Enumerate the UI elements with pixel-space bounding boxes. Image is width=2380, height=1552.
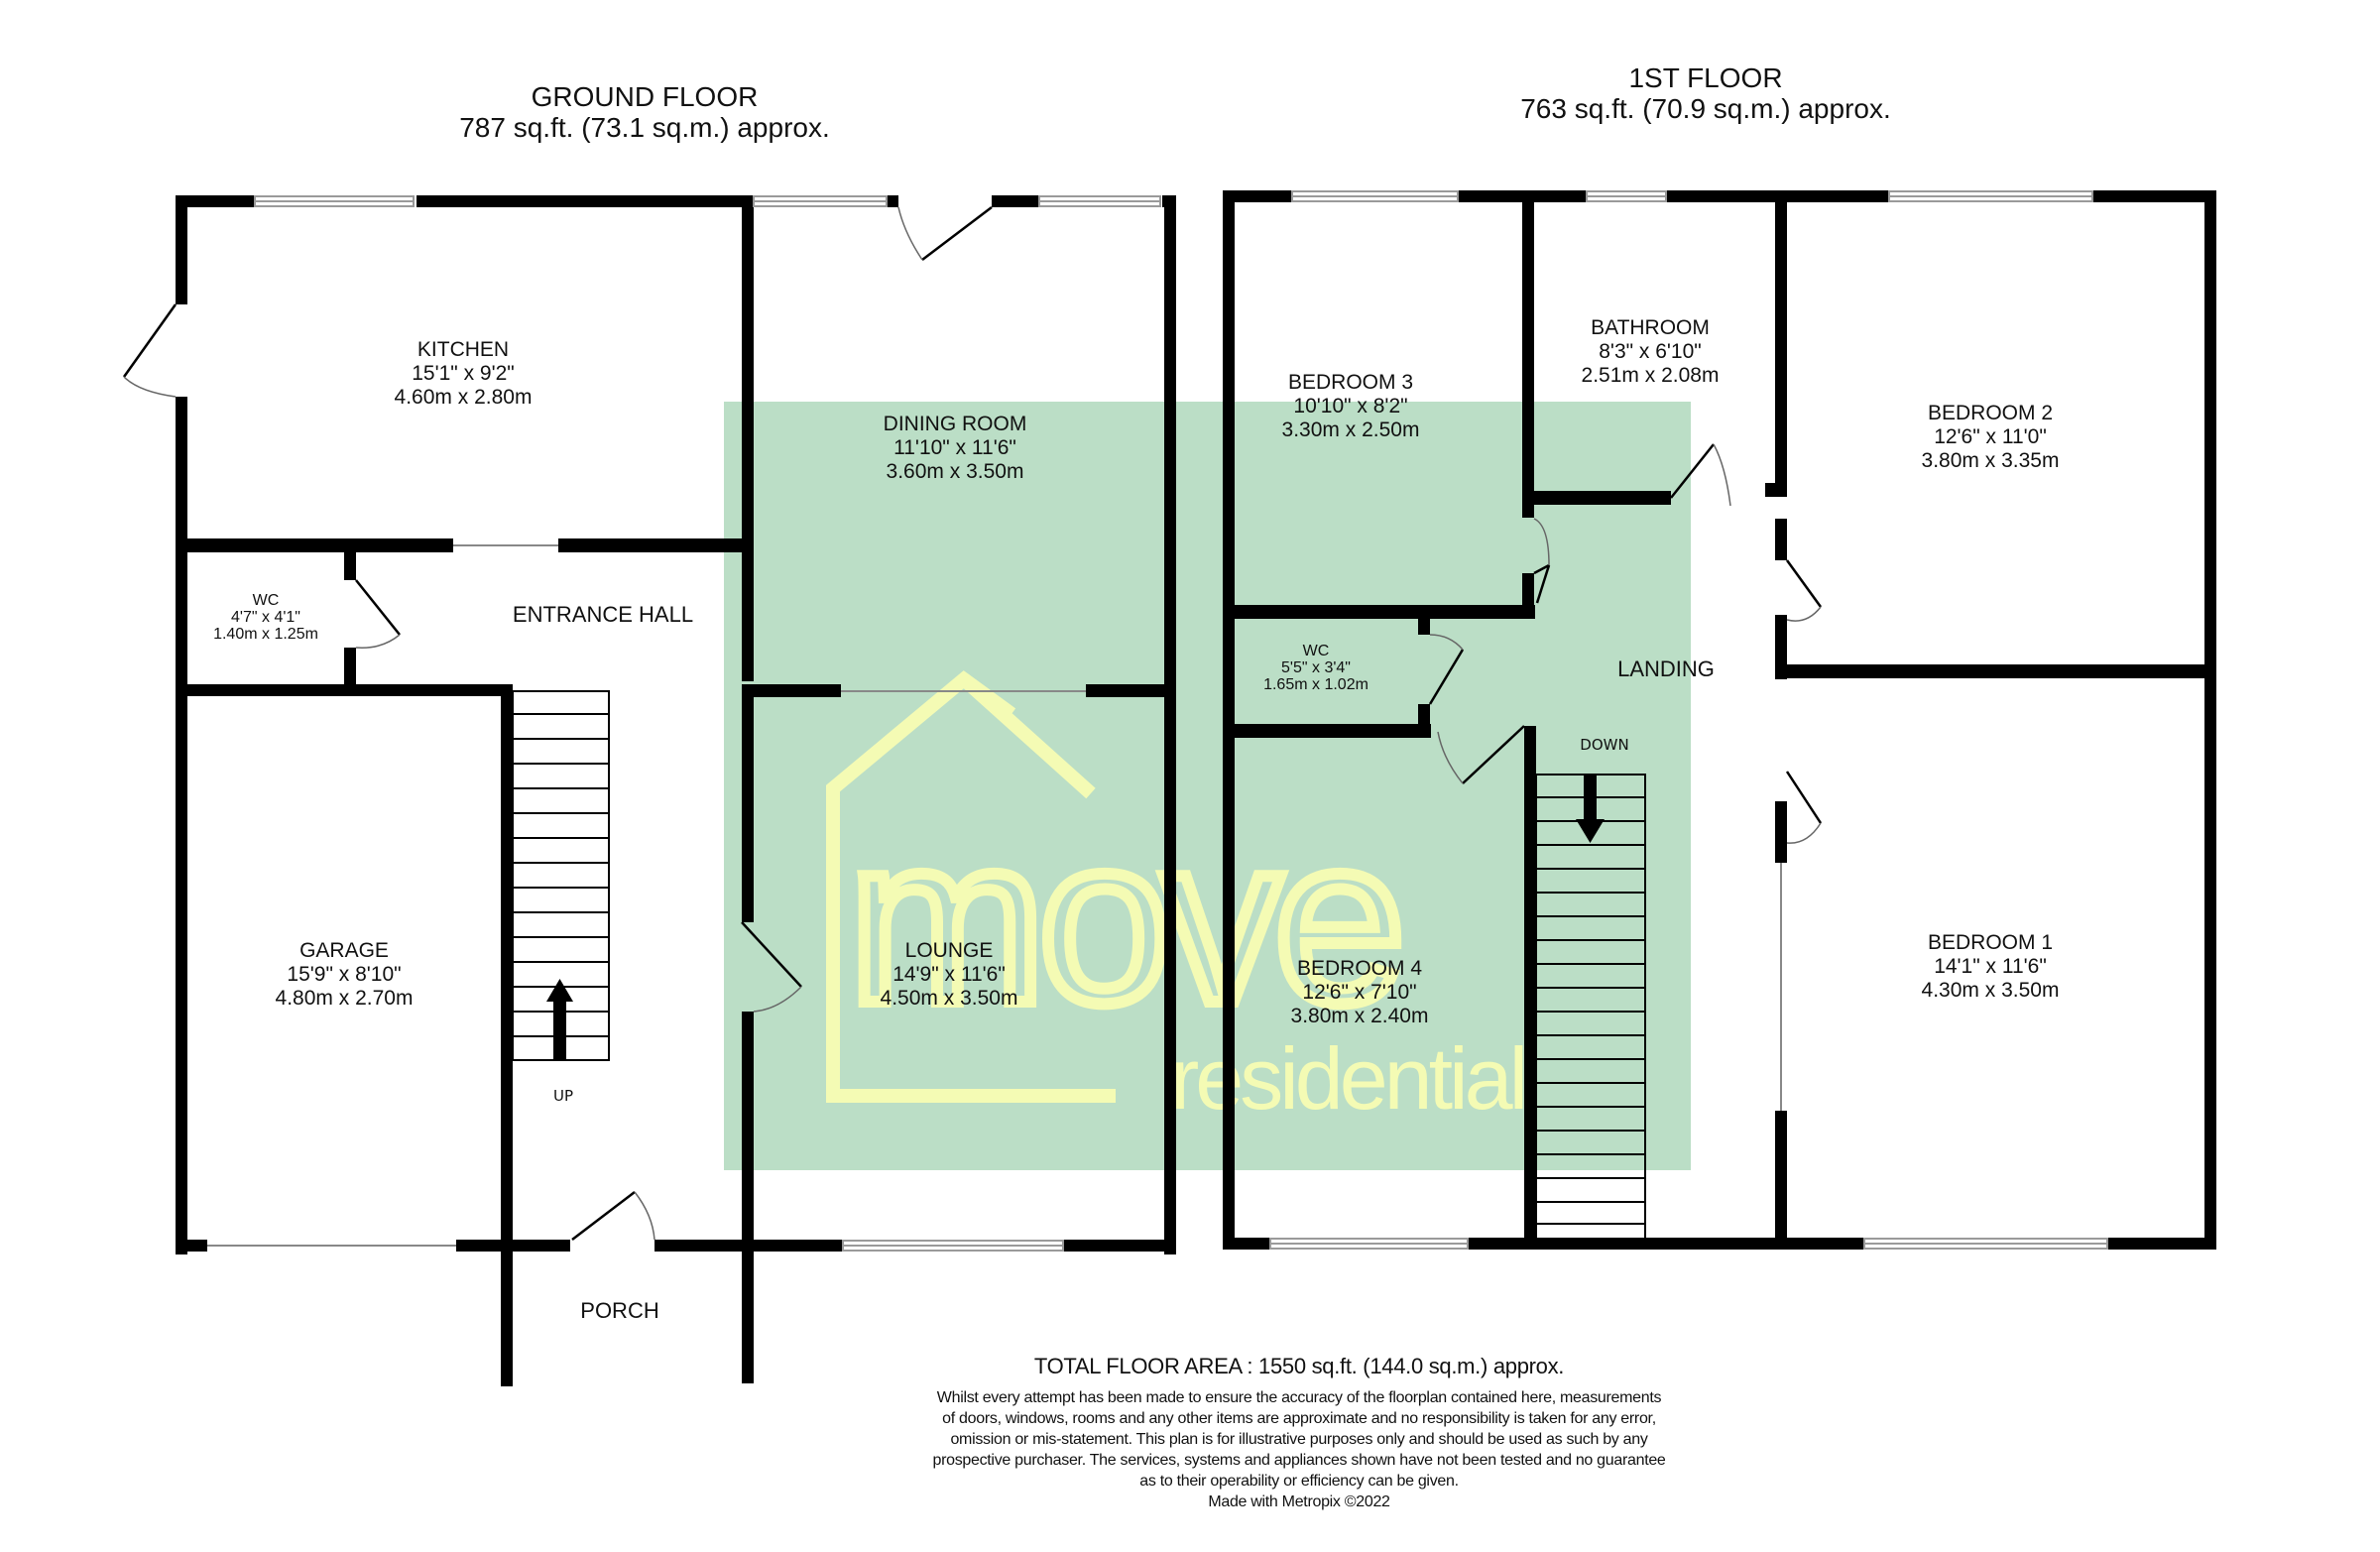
stairs-down-label: DOWN [1580, 736, 1629, 754]
disclaimer-line: as to their operability or efficiency ca… [1139, 1473, 1459, 1490]
room-name: KITCHEN [416, 338, 510, 361]
room-imperial: 12'6" x 7'10" [1302, 981, 1417, 1004]
total-floor-area: TOTAL FLOOR AREA : 1550 sq.ft. (144.0 sq… [1033, 1354, 1565, 1378]
room-metric: 1.65m x 1.02m [1263, 676, 1368, 693]
up-arrow-icon [546, 979, 573, 1061]
room-wc-first: WC 5'5" x 3'4" 1.65m x 1.02m [1263, 643, 1368, 693]
room-porch: PORCH [580, 1299, 658, 1323]
first-floor-heading: 1ST FLOOR 763 sq.ft. (70.9 sq.m.) approx… [1478, 62, 1934, 124]
first-floor-area: 763 sq.ft. (70.9 sq.m.) approx. [1520, 93, 1891, 124]
room-bedroom-2: BEDROOM 2 12'6" x 11'0" 3.80m x 3.35m [1922, 402, 2060, 473]
room-bedroom-1: BEDROOM 1 14'1" x 11'6" 4.30m x 3.50m [1922, 931, 2060, 1003]
ground-floor-heading: GROUND FLOOR 787 sq.ft. (73.1 sq.m.) app… [436, 81, 853, 143]
room-metric: 3.80m x 2.40m [1290, 1005, 1429, 1027]
room-entrance-hall: ENTRANCE HALL [513, 603, 693, 627]
room-imperial: 14'1" x 11'6" [1934, 955, 2047, 978]
room-lounge: LOUNGE 14'9" x 11'6" 4.50m x 3.50m [881, 939, 1018, 1011]
walls [176, 190, 2216, 1386]
ground-floor-area: 787 sq.ft. (73.1 sq.m.) approx. [459, 112, 830, 143]
room-kitchen: KITCHEN 15'1" x 9'2" 4.60m x 2.80m [395, 338, 533, 410]
room-dining: DINING ROOM 11'10" x 11'6" 3.60m x 3.50m [884, 413, 1027, 484]
room-metric: 3.60m x 3.50m [886, 460, 1024, 483]
ground-floor-title: GROUND FLOOR [531, 81, 759, 112]
room-metric: 3.30m x 2.50m [1281, 418, 1420, 441]
down-arrow-icon [1576, 776, 1605, 843]
room-bedroom-3: BEDROOM 3 10'10" x 8'2" 3.30m x 2.50m [1282, 371, 1420, 442]
room-name: DINING ROOM [883, 413, 1027, 435]
credit-line: Made with Metropix ©2022 [1208, 1493, 1390, 1510]
disclaimer-line: prospective purchaser. The services, sys… [932, 1452, 1666, 1469]
first-floor-title: 1ST FLOOR [1628, 62, 1783, 93]
room-imperial: 11'10" x 11'6" [893, 436, 1016, 459]
room-metric: 1.40m x 1.25m [213, 626, 318, 643]
room-name: BEDROOM 2 [1927, 402, 2054, 424]
room-name: PORCH [580, 1298, 659, 1323]
room-name: ENTRANCE HALL [512, 602, 694, 627]
room-imperial: 10'10" x 8'2" [1293, 395, 1408, 418]
disclaimer-line: omission or mis-statement. This plan is … [950, 1431, 1648, 1448]
room-metric: 4.50m x 3.50m [880, 987, 1018, 1010]
room-name: BATHROOM [1591, 316, 1710, 339]
room-imperial: 5'5" x 3'4" [1281, 659, 1351, 676]
openings [207, 544, 1782, 1247]
room-name: WC [252, 592, 280, 609]
room-garage: GARAGE 15'9" x 8'10" 4.80m x 2.70m [276, 939, 414, 1011]
room-metric: 2.51m x 2.08m [1581, 364, 1720, 387]
room-imperial: 14'9" x 11'6" [892, 963, 1006, 986]
disclaimer-line: Whilst every attempt has been made to en… [936, 1389, 1662, 1406]
disclaimer: Whilst every attempt has been made to en… [833, 1387, 1765, 1512]
windows [254, 190, 2108, 1252]
room-metric: 4.30m x 3.50m [1921, 979, 2060, 1002]
room-name: LOUNGE [904, 939, 994, 962]
room-imperial: 15'9" x 8'10" [287, 963, 402, 986]
room-metric: 4.60m x 2.80m [394, 386, 533, 409]
room-name: BEDROOM 3 [1287, 371, 1414, 394]
room-name: GARAGE [299, 939, 389, 962]
room-landing: LANDING [1617, 657, 1715, 681]
room-metric: 4.80m x 2.70m [275, 987, 414, 1010]
room-name: BEDROOM 4 [1296, 957, 1423, 980]
room-name: BEDROOM 1 [1927, 931, 2054, 954]
disclaimer-line: of doors, windows, rooms and any other i… [942, 1410, 1656, 1427]
room-name: WC [1302, 643, 1330, 659]
room-imperial: 8'3" x 6'10" [1599, 340, 1702, 363]
watermark-move-text: move [848, 786, 1398, 1052]
room-name: LANDING [1617, 657, 1715, 681]
room-wc-ground: WC 4'7" x 4'1" 1.40m x 1.25m [213, 592, 318, 643]
room-imperial: 4'7" x 4'1" [231, 609, 300, 626]
doors [122, 206, 1823, 1241]
stairs-up-label: UP [552, 1087, 574, 1105]
room-metric: 3.80m x 3.35m [1921, 449, 2060, 472]
footer: TOTAL FLOOR AREA : 1550 sq.ft. (144.0 sq… [833, 1354, 1765, 1512]
room-bedroom-4: BEDROOM 4 12'6" x 7'10" 3.80m x 2.40m [1291, 957, 1429, 1028]
room-imperial: 12'6" x 11'0" [1934, 425, 2047, 448]
room-bathroom: BATHROOM 8'3" x 6'10" 2.51m x 2.08m [1582, 316, 1720, 388]
room-imperial: 15'1" x 9'2" [412, 362, 515, 385]
